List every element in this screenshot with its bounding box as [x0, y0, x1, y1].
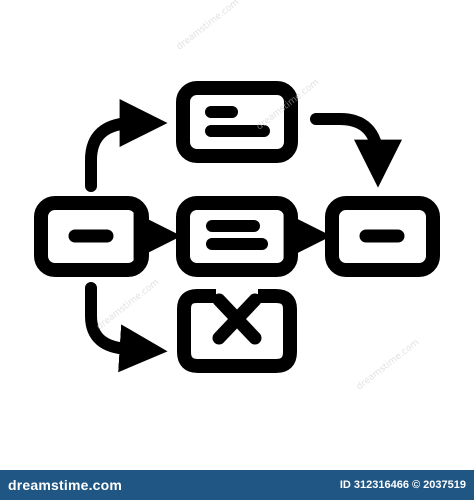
footer-bar: dreamstime.com ID 312316466 © 2037519 [0, 470, 474, 500]
right-process-box-icon [325, 196, 440, 277]
footer-brand[interactable]: dreamstime.com [8, 477, 123, 493]
left-process-box-icon [34, 196, 149, 277]
connector-arrows [85, 99, 402, 373]
top-process-box-icon [176, 81, 298, 163]
cancel-box-icon [177, 289, 297, 373]
footer-image-id: ID 312316466 © 2037519 [339, 479, 466, 491]
workflow-diagram-icon [34, 81, 440, 373]
center-process-box-icon [176, 196, 298, 277]
